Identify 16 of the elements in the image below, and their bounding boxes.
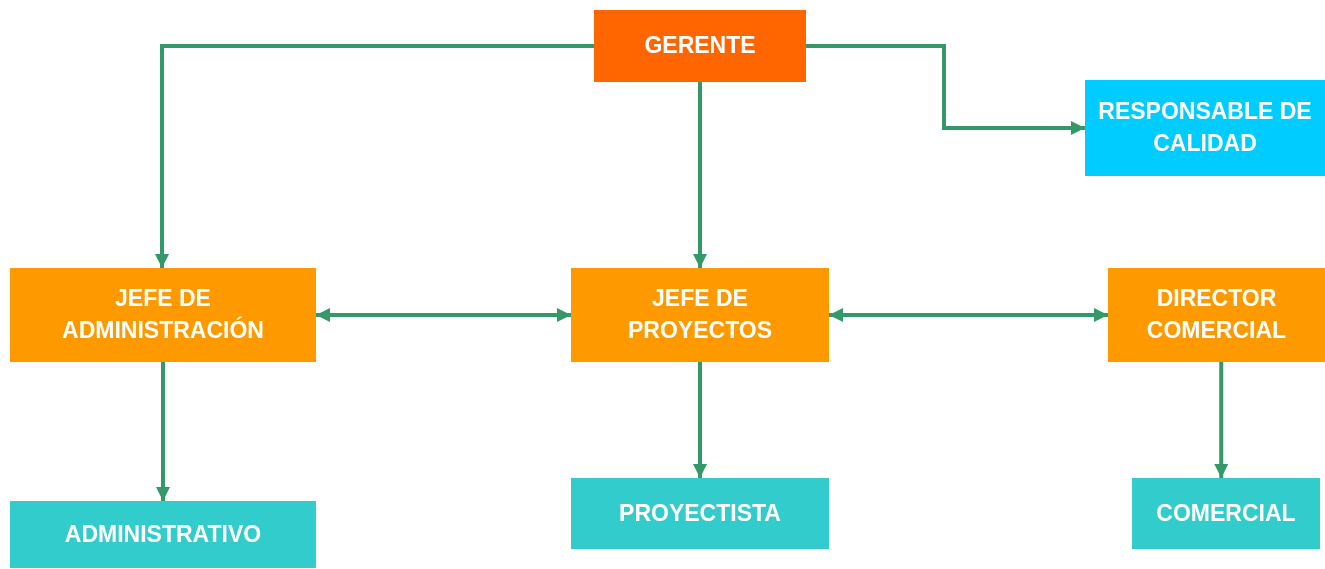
- role-box: DIRECTOR COMERCIAL: [1108, 268, 1325, 362]
- role-box: JEFE DE ADMINISTRACIÓN: [10, 268, 316, 362]
- role-box: PROYECTISTA: [571, 478, 829, 549]
- arrow: [806, 44, 1085, 135]
- role-box: ADMINISTRATIVO: [10, 501, 316, 568]
- arrow: [156, 362, 170, 501]
- arrow: [316, 308, 571, 322]
- arrow: [155, 44, 594, 268]
- role-box: GERENTE: [594, 10, 806, 82]
- arrow: [693, 82, 707, 268]
- arrow: [693, 362, 707, 478]
- role-box: COMERCIAL: [1132, 478, 1320, 549]
- arrow: [1214, 362, 1229, 478]
- role-box: RESPONSABLE DE CALIDAD: [1085, 80, 1325, 176]
- role-box: JEFE DE PROYECTOS: [571, 268, 829, 362]
- arrow: [829, 308, 1108, 322]
